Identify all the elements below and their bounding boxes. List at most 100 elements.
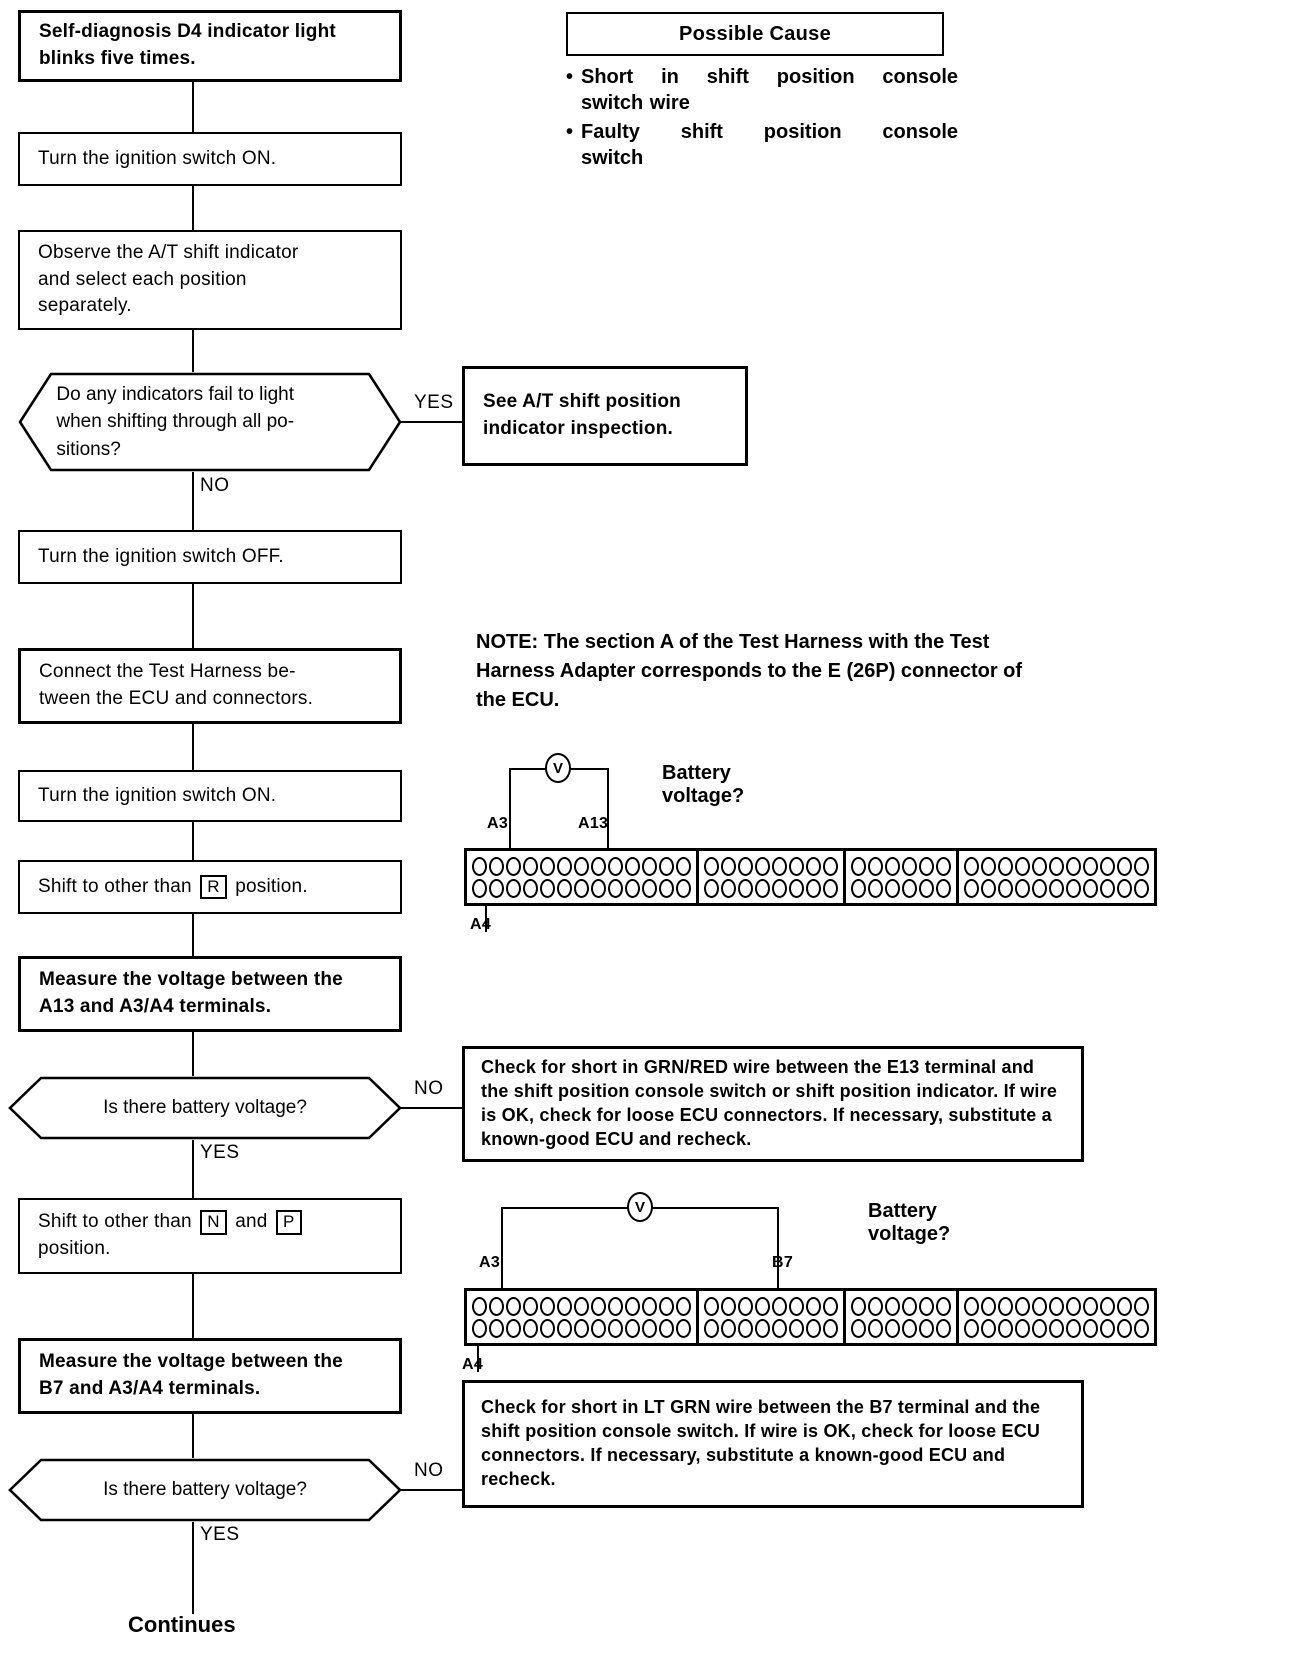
connector-pin	[1117, 1296, 1132, 1316]
connector-pin	[642, 1296, 657, 1316]
connector-pin	[738, 856, 753, 876]
connector-pin	[489, 878, 504, 898]
ecu-connector-diagram-1	[464, 848, 1157, 906]
step-measure-b7-text: Measure the voltage between the B7 and A…	[39, 1351, 343, 1399]
connector-pin	[755, 1318, 770, 1338]
connector-pin	[557, 1296, 572, 1316]
connector-pin	[704, 878, 719, 898]
connector-pin	[523, 856, 538, 876]
cause-line-1: Short in shift position console	[581, 66, 958, 88]
connector-pin	[964, 856, 979, 876]
connector-pin	[489, 856, 504, 876]
connector-pin	[823, 856, 838, 876]
connector-line	[192, 914, 194, 956]
connector-pin	[806, 1318, 821, 1338]
list-item: • Faulty shift position console switch	[566, 119, 958, 172]
step-self-diagnosis-text: Self-diagnosis D4 indicator light blinks…	[39, 21, 336, 69]
branch-line-no	[400, 1489, 462, 1491]
connector-pin	[755, 878, 770, 898]
shift-prefix: Shift to other than	[38, 875, 198, 897]
cause-item-text: Faulty shift position console switch	[581, 119, 958, 172]
gear-letter-n: N	[200, 1210, 227, 1235]
connector-pin	[1066, 1296, 1081, 1316]
connector-pin	[851, 878, 866, 898]
connector-pin	[1134, 878, 1149, 898]
connector-pin	[472, 1296, 487, 1316]
connector-pin	[998, 878, 1013, 898]
step-ignition-on-2-box: Turn the ignition switch ON.	[18, 770, 402, 822]
pin-row	[851, 856, 951, 876]
connector-pin	[1015, 1318, 1030, 1338]
connector-pin	[772, 878, 787, 898]
connector-line	[192, 1414, 194, 1458]
voltmeter-icon: V	[627, 1192, 653, 1222]
connector-pin	[1032, 1318, 1047, 1338]
connector-pin	[772, 856, 787, 876]
connector-pin	[523, 878, 538, 898]
connector-pin	[806, 856, 821, 876]
connector-pin	[981, 1318, 996, 1338]
pin-row	[704, 878, 838, 898]
pin-row	[472, 856, 691, 876]
possible-cause-header-box: Possible Cause	[566, 12, 944, 56]
connector-pin	[704, 1318, 719, 1338]
decision-battery-voltage-2-text: Is there battery voltage?	[103, 1479, 307, 1501]
connector-pin	[472, 1318, 487, 1338]
step-connect-harness-text: Connect the Test Harness be- tween the E…	[39, 661, 314, 709]
connector-pin	[1066, 1318, 1081, 1338]
connector-pin	[1134, 1296, 1149, 1316]
connector-pin	[936, 1296, 951, 1316]
pin-row	[472, 1318, 691, 1338]
connector-pin	[1032, 878, 1047, 898]
connector-pin	[998, 1318, 1013, 1338]
step-self-diagnosis-box: Self-diagnosis D4 indicator light blinks…	[18, 10, 402, 82]
step-shift-not-r-text: Shift to other than R position.	[38, 874, 308, 901]
connector-pin	[721, 1296, 736, 1316]
connector-pin	[676, 856, 691, 876]
decision-battery-voltage-1: Is there battery voltage?	[8, 1076, 402, 1140]
connector-pin	[1083, 878, 1098, 898]
connector-pin	[789, 1318, 804, 1338]
connector-line	[192, 330, 194, 372]
connector-pin	[540, 856, 555, 876]
connector-pin	[659, 878, 674, 898]
step-shift-not-np-box: Shift to other than N and P position.	[18, 1198, 402, 1274]
connector-pin	[868, 878, 883, 898]
connector-pin	[721, 878, 736, 898]
connector-pin	[936, 1318, 951, 1338]
connector-pin	[789, 856, 804, 876]
connector-pin	[902, 878, 917, 898]
probe-line-a4	[477, 1346, 479, 1372]
connector-pin	[625, 878, 640, 898]
connector-pin	[738, 878, 753, 898]
connector-pin-rows	[464, 1288, 1157, 1346]
connector-pin	[625, 1296, 640, 1316]
step-measure-a13-box: Measure the voltage between the A13 and …	[18, 956, 402, 1032]
connector-pin	[608, 878, 623, 898]
pin-row	[964, 856, 1149, 876]
probe-line-a4	[485, 906, 487, 932]
connector-line	[192, 1522, 194, 1614]
pin-row	[964, 878, 1149, 898]
connector-pin	[704, 856, 719, 876]
pin-row	[851, 1296, 951, 1316]
connector-segment-2	[699, 851, 846, 903]
shift-suffix: position.	[38, 1238, 111, 1259]
branch-label-yes: YES	[414, 392, 454, 413]
connector-pin	[1100, 1318, 1115, 1338]
connector-pin	[902, 1318, 917, 1338]
connector-line	[192, 1140, 194, 1198]
list-item: • Short in shift position console switch…	[566, 64, 958, 117]
connector-pin	[506, 1296, 521, 1316]
shift-suffix: position.	[229, 875, 308, 897]
connector-pin	[574, 856, 589, 876]
hexagon-shape	[8, 1458, 402, 1522]
connector-pin	[1117, 856, 1132, 876]
connector-pin	[1032, 1296, 1047, 1316]
voltmeter-icon: V	[545, 753, 571, 783]
connector-pin	[1083, 856, 1098, 876]
connector-pin	[1100, 878, 1115, 898]
step-connect-harness-box: Connect the Test Harness be- tween the E…	[18, 648, 402, 724]
connector-pin	[1015, 1296, 1030, 1316]
hexagon-shape	[8, 1076, 402, 1140]
